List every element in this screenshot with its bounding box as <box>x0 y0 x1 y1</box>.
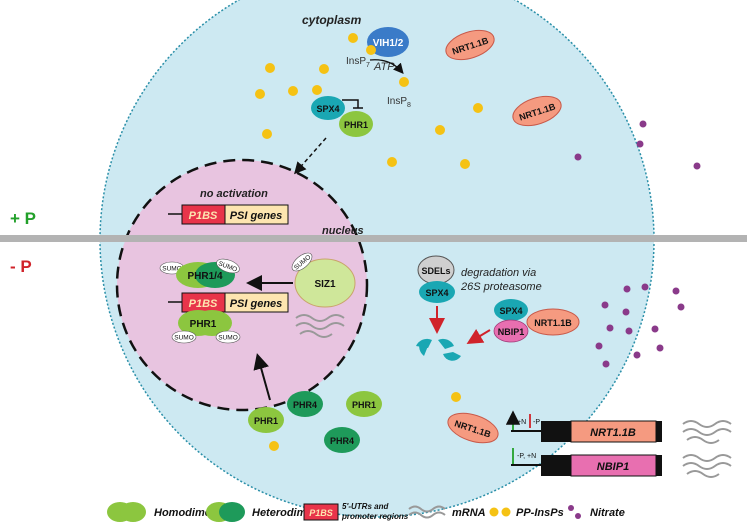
phr4-cyto-1-label: PHR4 <box>293 400 317 410</box>
insp-arrow <box>369 59 404 74</box>
spx4-fragments <box>416 338 461 361</box>
dashed-arrow <box>294 137 327 175</box>
gene-nbip-end <box>656 455 662 476</box>
legend-nitrate: Nitrate <box>590 507 625 519</box>
degradation-line2: 26S proteasome <box>460 281 542 293</box>
spx4-protein-complex <box>494 299 528 321</box>
sumo-tag-5 <box>291 252 313 272</box>
phr4-cyto-2 <box>324 427 360 453</box>
sumo-3-text: SUMO <box>174 335 194 342</box>
vih-protein <box>367 27 409 57</box>
gene-nrt-start <box>541 421 571 442</box>
nbip-arrow <box>466 328 491 345</box>
legend-mrna: mRNA <box>452 507 486 519</box>
gene-nbip-start <box>541 455 571 476</box>
minus-p-label: - P <box>10 257 32 276</box>
legend: Homodimer Heterodimer P1BS 5'-UTRs and p… <box>107 502 625 522</box>
psi-box-bottom <box>224 292 289 313</box>
signal1-p: -P <box>533 419 540 426</box>
insp7-dot <box>366 45 376 55</box>
signal1-n: +N <box>517 419 526 426</box>
ppinsp-dots <box>255 33 483 451</box>
atp-label: ATP <box>373 61 395 73</box>
degradation-line1: degradation via <box>461 267 536 279</box>
nucleus <box>115 158 369 412</box>
nrt-protein-2 <box>512 95 562 127</box>
legend-heterodimer: Heterodimer <box>252 507 318 519</box>
phr1-cyto-2 <box>346 391 382 417</box>
insp8-label: InsP8 <box>387 96 411 109</box>
spx4-protein-top <box>311 96 345 120</box>
legend-p1bs: P1BS <box>309 508 333 518</box>
spx4-label-top: SPX4 <box>316 104 339 114</box>
spx4-label-complex: SPX4 <box>499 306 522 316</box>
no-activation-label: no activation <box>200 188 268 200</box>
divider-bar <box>0 235 747 242</box>
plus-p-label: + P <box>10 209 36 228</box>
nrt-protein-complex <box>526 308 580 336</box>
gene-nbip-label: NBIP1 <box>597 461 629 473</box>
siz1-protein <box>294 258 356 308</box>
legend-utr-2: promoter regions <box>341 512 409 521</box>
phr1-label-nuc: PHR1 <box>190 319 217 330</box>
spx4-label-deg: SPX4 <box>425 288 448 298</box>
nrt-label-complex: NRT1.1B <box>534 318 572 328</box>
sumo-tag-2 <box>216 258 240 274</box>
legend-ppinsps: PP-InsPs <box>516 507 564 519</box>
sumo-4-text: SUMO <box>218 335 238 342</box>
cytoplasm-label: cytoplasm <box>302 13 362 27</box>
phr4-cyto-2-label: PHR4 <box>330 436 354 446</box>
p1bs-label-top: P1BS <box>189 210 218 222</box>
phr4-cyto-1 <box>287 391 323 417</box>
spx4-protein-deg <box>419 281 455 303</box>
phr-import-arrow <box>253 353 271 401</box>
mrna-right <box>682 420 732 478</box>
psi-label-bottom: PSI genes <box>230 298 283 310</box>
phr1-cyto-1 <box>248 407 284 433</box>
nucleus-label: nucleus <box>322 225 364 237</box>
gene-nrt-label: NRT1.1B <box>590 427 636 439</box>
vih-label: VIH1/2 <box>373 38 404 49</box>
nrt-protein-1 <box>445 29 495 61</box>
nitrate-dots <box>574 120 701 368</box>
sumo-tag-4 <box>215 330 241 344</box>
nrt-protein-3 <box>447 412 499 444</box>
psi-label-top: PSI genes <box>230 210 283 222</box>
phr1-cyto-1-label: PHR1 <box>254 416 278 426</box>
phr1-label-top: PHR1 <box>344 120 368 130</box>
gene-nrt-end <box>656 421 662 442</box>
psi-box-top <box>224 204 289 225</box>
sumo-tag-3 <box>171 330 197 344</box>
siz1-label: SIZ1 <box>314 279 336 290</box>
sdels-label: SDELs <box>421 266 450 276</box>
phr1-homodimer-b <box>192 310 232 336</box>
inhibit-line <box>342 99 363 109</box>
signal2-label: -P, +N <box>517 453 536 460</box>
nbip1-label: NBIP1 <box>498 327 525 337</box>
sumo-1-text: SUMO <box>162 266 182 273</box>
legend-utr-1: 5'-UTRs and <box>342 502 389 511</box>
phr1-protein-top <box>339 111 373 137</box>
phr14-label: PHR1/4 <box>187 271 222 282</box>
mrna-nucleus <box>295 314 345 338</box>
insp8-dot <box>399 77 409 87</box>
insp7-label: InsP7 <box>346 56 370 69</box>
nbip1-protein <box>493 319 529 343</box>
phr1-cyto-2-label: PHR1 <box>352 400 376 410</box>
legend-homodimer: Homodimer <box>154 507 216 519</box>
p1bs-label-bottom: P1BS <box>189 298 218 310</box>
